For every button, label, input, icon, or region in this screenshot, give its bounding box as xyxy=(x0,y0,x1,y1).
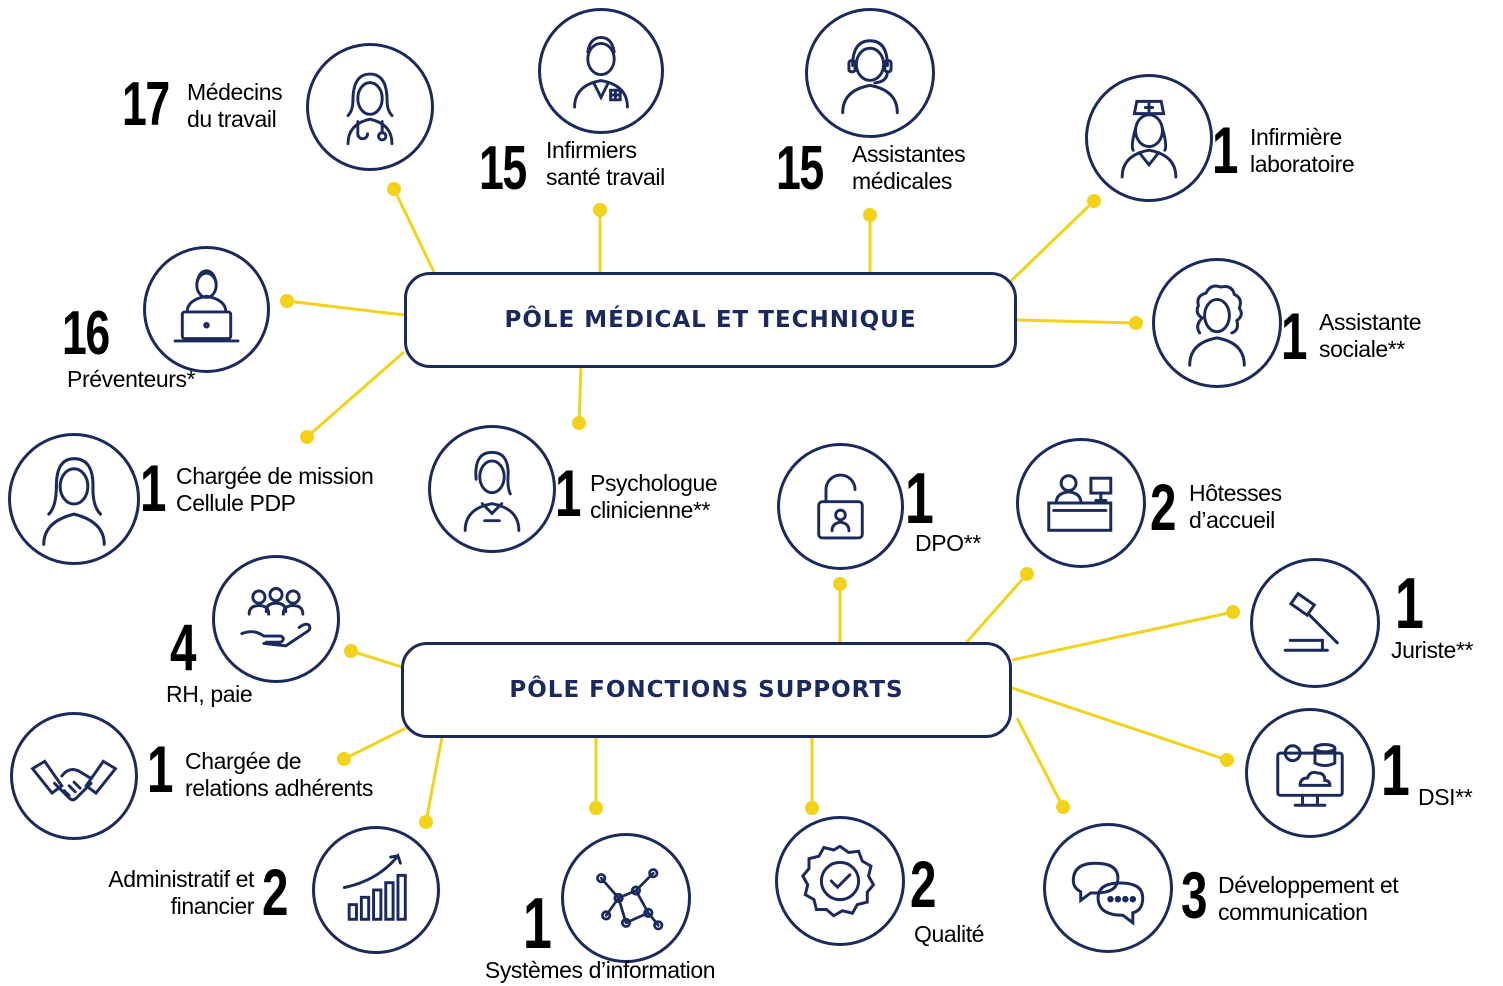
label-rh: RH, paie xyxy=(166,681,253,707)
count-systemes: 1 xyxy=(523,884,552,964)
label-psychologue: Psychologue clinicienne** xyxy=(590,470,718,523)
count-assistantes: 15 xyxy=(776,134,824,203)
reception-desk-icon xyxy=(1016,438,1146,568)
label-infirmiere: Infirmière laboratoire xyxy=(1250,124,1355,177)
label-medecins: Médecins du travail xyxy=(187,79,283,132)
count-infirmiere: 1 xyxy=(1212,113,1238,187)
psychologist-icon xyxy=(428,425,556,553)
label-assistantes: Assistantes médicales xyxy=(852,141,966,194)
female-doctor-icon xyxy=(306,43,434,171)
hub-medical: PÔLE MÉDICAL ET TECHNIQUE xyxy=(404,272,1017,368)
count-charge-mission: 1 xyxy=(140,451,166,525)
label-systemes: Systèmes d’information xyxy=(484,957,716,983)
label-assistante-sociale: Assistante sociale** xyxy=(1319,309,1422,362)
label-dsi: DSI** xyxy=(1418,784,1473,810)
growth-chart-icon xyxy=(312,826,440,954)
label-infirmiers: Infirmiers santé travail xyxy=(546,137,665,190)
count-infirmiers: 15 xyxy=(479,134,527,203)
hub-supports: PÔLE FONCTIONS SUPPORTS xyxy=(401,642,1012,738)
count-juriste: 1 xyxy=(1395,564,1424,644)
label-administratif: Administratif et financier xyxy=(108,866,254,919)
label-relations: Chargée de relations adhérents xyxy=(185,748,374,801)
laptop-user-icon xyxy=(143,246,270,373)
count-relations: 1 xyxy=(147,732,173,806)
label-preventeurs: Préventeurs* xyxy=(67,366,196,392)
count-developpement: 3 xyxy=(1181,858,1207,932)
count-dpo: 1 xyxy=(905,459,934,539)
hand-people-icon xyxy=(212,555,340,683)
network-nodes-icon xyxy=(561,833,691,963)
padlock-user-icon xyxy=(777,443,904,570)
nurse-cap-icon xyxy=(1085,74,1213,202)
count-assistante-sociale: 1 xyxy=(1281,299,1307,373)
chat-bubbles-icon xyxy=(1043,823,1173,953)
count-rh: 4 xyxy=(170,610,196,684)
label-hotesses: Hôtesses d’accueil xyxy=(1189,480,1282,533)
label-dpo: DPO** xyxy=(915,530,981,556)
quality-badge-icon xyxy=(775,816,905,946)
count-hotesses: 2 xyxy=(1150,470,1176,544)
woman-portrait-icon xyxy=(8,433,140,565)
count-qualite: 2 xyxy=(910,847,936,921)
male-nurse-icon xyxy=(538,8,664,134)
headset-assistant-icon xyxy=(805,8,935,138)
label-juriste: Juriste** xyxy=(1391,637,1474,663)
label-qualite: Qualité xyxy=(914,921,985,947)
label-charge-mission: Chargée de mission Cellule PDP xyxy=(176,463,374,516)
label-developpement: Développement et communication xyxy=(1218,872,1399,925)
handshake-icon xyxy=(10,712,138,840)
count-psychologue: 1 xyxy=(555,456,581,530)
count-administratif: 2 xyxy=(262,855,288,929)
server-monitor-icon xyxy=(1245,708,1375,838)
count-medecins: 17 xyxy=(122,70,170,139)
gavel-icon xyxy=(1250,558,1380,688)
count-preventeurs: 16 xyxy=(62,299,110,368)
count-dsi: 1 xyxy=(1381,731,1410,811)
curly-hair-woman-icon xyxy=(1152,258,1282,388)
